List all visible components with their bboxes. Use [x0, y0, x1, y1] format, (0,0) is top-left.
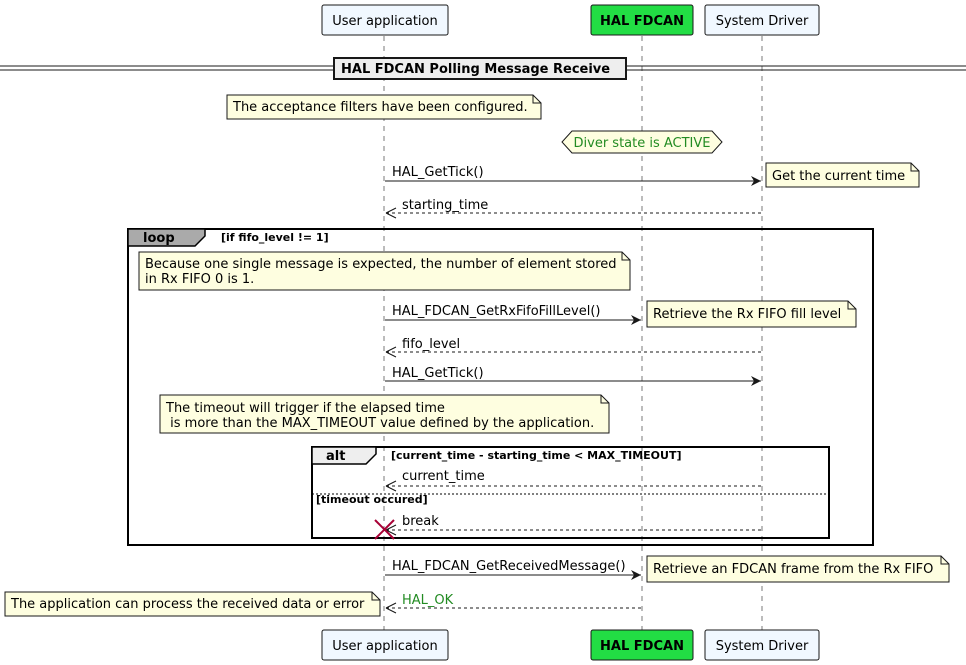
note-single-message-line1: Because one single message is expected, … — [145, 257, 617, 272]
return-fifo-level-label: fifo_level — [402, 337, 460, 352]
loop-condition: [if fifo_level != 1] — [221, 231, 329, 244]
participant-hal-fdcan-label: HAL FDCAN — [600, 14, 684, 29]
destroy-icon — [374, 519, 395, 540]
participant-user-application-bottom: User application — [321, 629, 449, 661]
participant-system-driver-label: System Driver — [716, 14, 809, 29]
note-process-data: The application can process the received… — [4, 591, 381, 617]
divider-title: HAL FDCAN Polling Message Receive — [341, 62, 610, 77]
note-single-message-line2: in Rx FIFO 0 is 1. — [145, 272, 254, 287]
return-hal-ok: HAL_OK — [385, 593, 641, 614]
message-get-tick-1-label: HAL_GetTick() — [392, 165, 484, 180]
participant-hal-fdcan-top: HAL FDCAN — [590, 4, 694, 36]
loop-fragment: loop [if fifo_level != 1] — [127, 228, 874, 546]
alt-condition: [current_time - starting_time < MAX_TIME… — [391, 449, 681, 462]
note-timeout-line2: is more than the MAX_TIMEOUT value defin… — [166, 416, 594, 431]
note-retrieve-frame: Retrieve an FDCAN frame from the Rx FIFO — [646, 555, 950, 583]
return-current-time-label: current_time — [402, 469, 485, 484]
participant-hal-fdcan-bottom-label: HAL FDCAN — [600, 639, 684, 654]
note-get-current-time-text: Get the current time — [772, 169, 905, 184]
state-driver-active-text: Diver state is ACTIVE — [574, 136, 711, 151]
note-retrieve-frame-text: Retrieve an FDCAN frame from the Rx FIFO — [653, 562, 933, 577]
return-hal-ok-label: HAL_OK — [402, 593, 454, 608]
else-condition: [timeout occured] — [316, 493, 428, 506]
return-starting-time: starting_time — [385, 198, 761, 219]
note-process-data-text: The application can process the received… — [10, 597, 365, 612]
note-retrieve-fill-level-text: Retrieve the Rx FIFO fill level — [653, 307, 841, 322]
note-timeout: The timeout will trigger if the elapsed … — [159, 394, 610, 434]
loop-label: loop — [143, 231, 175, 246]
note-single-message: Because one single message is expected, … — [138, 251, 631, 291]
note-filters-configured: The acceptance filters have been configu… — [226, 94, 542, 120]
message-get-received-message: HAL_FDCAN_GetReceivedMessage() — [385, 559, 641, 580]
return-starting-time-label: starting_time — [402, 198, 488, 213]
return-break: break — [385, 514, 761, 536]
note-get-current-time: Get the current time — [765, 162, 920, 188]
alt-label: alt — [326, 449, 345, 464]
participant-system-driver-bottom: System Driver — [704, 629, 820, 661]
participant-user-application-top: User application — [321, 4, 449, 36]
return-current-time: current_time — [385, 469, 761, 492]
participant-system-driver-top: System Driver — [704, 4, 820, 36]
message-get-fill-level-label: HAL_FDCAN_GetRxFifoFillLevel() — [392, 304, 601, 319]
participant-user-application-label: User application — [332, 14, 437, 29]
participant-user-application-bottom-label: User application — [332, 639, 437, 654]
message-get-tick-1: HAL_GetTick() — [385, 165, 761, 186]
message-get-fill-level: HAL_FDCAN_GetRxFifoFillLevel() — [385, 304, 641, 325]
alt-fragment: alt [current_time - starting_time < MAX_… — [311, 446, 830, 539]
participant-system-driver-bottom-label: System Driver — [716, 639, 809, 654]
return-break-label: break — [402, 514, 439, 529]
note-filters-configured-text: The acceptance filters have been configu… — [232, 100, 528, 115]
note-timeout-line1: The timeout will trigger if the elapsed … — [165, 401, 445, 416]
message-get-received-message-label: HAL_FDCAN_GetReceivedMessage() — [392, 559, 626, 574]
return-fifo-level: fifo_level — [385, 337, 761, 358]
state-driver-active: Diver state is ACTIVE — [561, 130, 723, 154]
message-get-tick-2-label: HAL_GetTick() — [392, 366, 484, 381]
message-get-tick-2: HAL_GetTick() — [385, 366, 761, 386]
divider: HAL FDCAN Polling Message Receive — [0, 57, 966, 80]
participant-hal-fdcan-bottom: HAL FDCAN — [590, 629, 694, 661]
note-retrieve-fill-level: Retrieve the Rx FIFO fill level — [646, 300, 857, 328]
